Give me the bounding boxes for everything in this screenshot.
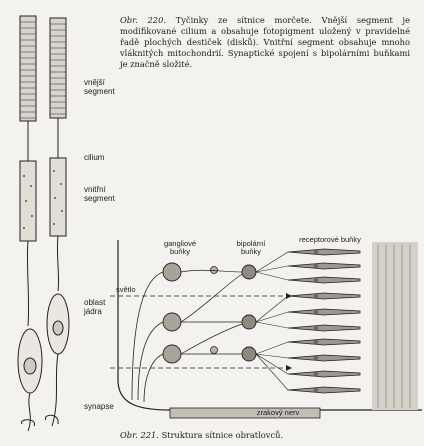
rod-cells-illustration — [8, 6, 108, 438]
label-inner-segment: vnitřní segment — [84, 185, 115, 203]
label-light: světlo — [116, 286, 146, 294]
figure-221-text: Struktura sítnice obratlovců. — [162, 430, 284, 440]
label-receptor-cells: receptorové buňky — [284, 236, 376, 244]
rod-cell-left — [18, 16, 42, 431]
label-bipolar-cells: bipolární buňky — [226, 240, 276, 256]
label-cilium: cilium — [84, 153, 104, 162]
label-outer-segment: vnější segment — [84, 78, 115, 96]
figure-221-number: Obr. 221. — [120, 430, 159, 440]
label-nucleus-region: oblast jádra — [84, 298, 105, 316]
figure-221-caption: Obr. 221. Struktura sítnice obratlovců. — [120, 430, 410, 441]
retina-structure-diagram — [110, 230, 422, 428]
rod-cell-right — [45, 18, 69, 426]
label-optic-nerve: zrakový nerv — [248, 409, 308, 417]
label-ganglion-cells: gangliové buňky — [152, 240, 208, 256]
figure-220-caption: Obr. 220. Tyčinky ze sítnice morčete. Vn… — [120, 15, 410, 70]
figure-220-number: Obr. 220. — [120, 15, 166, 25]
